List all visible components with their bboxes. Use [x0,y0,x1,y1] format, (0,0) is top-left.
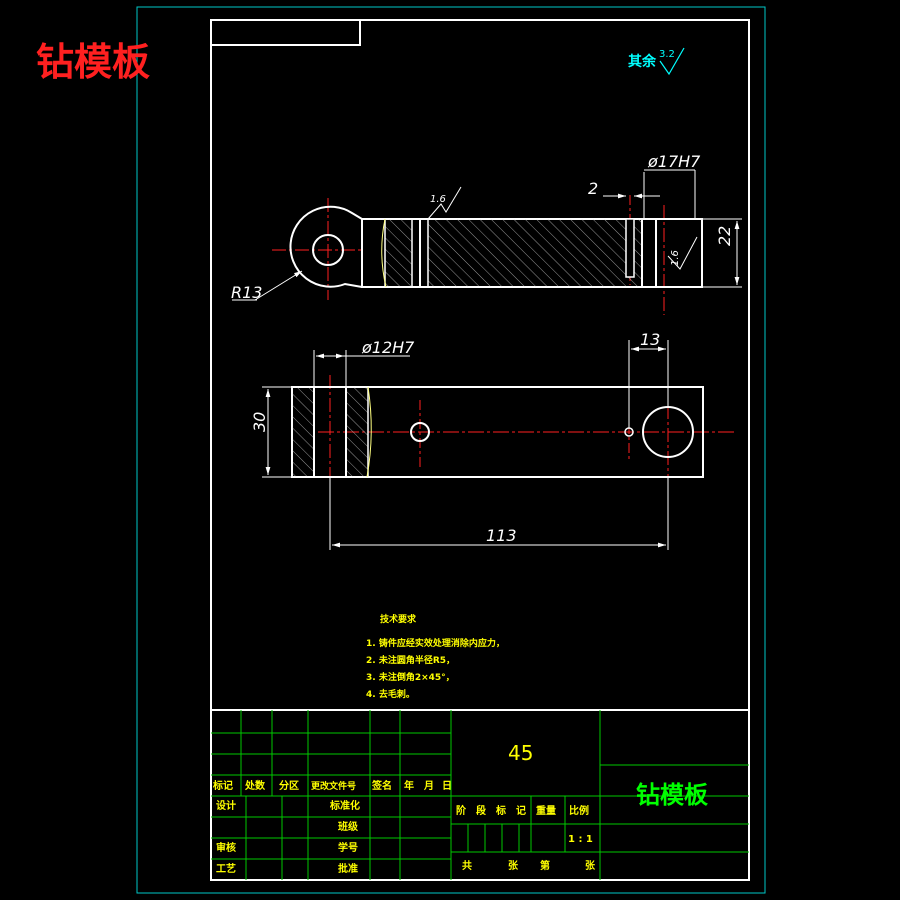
finish-label-right: 1.6 [670,250,681,266]
roughness-prefix: 其余 [628,53,657,70]
tech-req-title: 技术要求 [380,613,417,625]
plate-hatch-left [291,386,315,478]
scale-header: 比例 [569,804,589,817]
rev-header-zone: 分区 [279,779,299,792]
tech-req-item-2: 2. 未注圆角半径R5， [366,654,455,666]
radius-leader [254,270,303,301]
title-block: 45 钻模板 标记 处数 分区 更改文件号 签名 年 月 日 设计 审核 工艺 … [210,709,750,881]
sheet-number-unit: 张 [585,859,596,872]
weight-header: 重量 [536,804,556,817]
height-dim-label: 22 [715,226,734,246]
roughness-note: 其余 3.2 [628,47,685,76]
center-dist-dim-label: 113 [486,526,517,545]
rev-header-sign: 签名 [371,779,392,792]
stage-header-3: 标 [495,804,506,817]
eye-end-outline [289,205,363,288]
top-view: 1.6 1.6 R13 ø17H7 2 22 [231,152,742,315]
plate-hatch-right [345,386,369,478]
code-box [210,19,361,46]
arm-break-line [381,218,387,288]
row-approve: 批准 [338,862,358,875]
rev-header-count: 处数 [244,779,266,792]
row-process: 工艺 [216,862,236,875]
small-bore-dim-label: ø12H7 [361,338,415,357]
thickness-dim-label: 30 [250,412,269,432]
rev-header-year: 年 [404,779,414,792]
offset-dim-label: 13 [640,330,660,349]
front-view: ø12H7 30 13 113 [250,330,736,550]
rev-header-doc: 更改文件号 [311,780,356,792]
roughness-value: 3.2 [659,49,675,60]
scale-value: 1 : 1 [568,834,593,845]
tech-req-item-3: 3. 未注倒角2×45°， [366,671,455,683]
row-class: 班级 [338,820,359,833]
bore-dim-label: ø17H7 [647,152,701,171]
stage-header-2: 段 [476,804,486,817]
corner-title: 钻模板 [36,39,150,84]
outer-frame [136,6,766,894]
finish-symbol-top-icon [427,186,462,220]
row-review: 审核 [216,841,236,854]
finish-label-top: 1.6 [430,194,446,205]
sheet-total-label: 共 [462,859,472,872]
title-block-grid [211,710,749,880]
row-student-id: 学号 [338,841,358,854]
stage-header-4: 记 [516,805,526,817]
rev-header-day: 日 [442,780,452,792]
arm-hatch-left [384,218,413,288]
material-value: 45 [508,741,533,765]
plate-break-line [366,386,372,478]
pin-hole [410,422,430,442]
row-design: 设计 [216,799,236,812]
finish-symbol-right-icon [667,236,698,270]
roughness-symbol-icon [659,47,685,76]
tech-req-item-1: 1. 铸件应经实效处理消除内应力， [366,637,505,649]
arm-hatch-main [427,218,643,288]
row-standard: 标准化 [329,799,360,812]
technical-requirements: 技术要求 1. 铸件应经实效处理消除内应力， 2. 未注圆角半径R5， 3. 未… [366,613,505,700]
groove [625,218,635,278]
part-name: 钻模板 [636,781,709,809]
title-block-outline [210,709,750,881]
rev-header-mark: 标记 [212,779,233,792]
sheet-number-label: 第 [540,859,550,872]
radius-dim-label: R13 [231,283,262,302]
sheet-total-unit: 张 [508,859,519,872]
groove-dim-label: 2 [588,179,598,198]
stage-header-1: 阶 [456,804,467,817]
rev-header-month: 月 [423,780,434,792]
tech-req-item-4: 4. 去毛刺。 [366,688,415,700]
eye-bore [312,234,344,266]
